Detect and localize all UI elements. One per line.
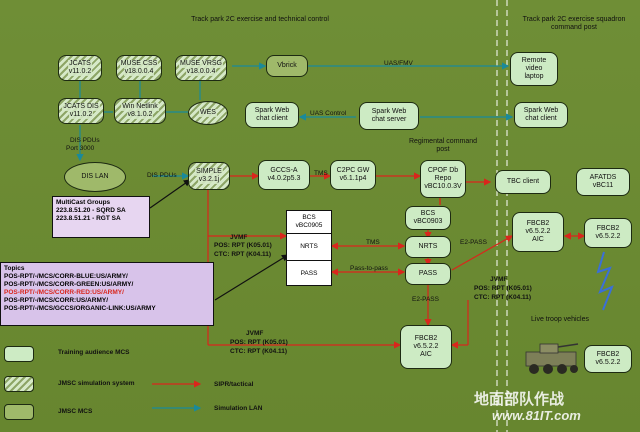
dis-lan-node[interactable]: DIS LAN [64, 162, 126, 192]
link-label-port: Port 3000 [66, 145, 95, 152]
armored-vehicle-icon [525, 343, 579, 374]
link-label-tms-mid: TMS [366, 239, 380, 246]
legend-sim-lan-label: Simulation LAN [214, 405, 263, 412]
link-label-e2pass-right: E2-PASS [460, 239, 487, 246]
topic-item: POS-RPT/-/MCS/GCCS/ORGANIC-LINK:US/ARMY [4, 305, 156, 312]
ctc-right-label: CTC: RPT (K04.11) [474, 294, 532, 301]
tbc-client-node[interactable]: TBC client [495, 170, 551, 194]
pos-top-label: POS: RPT (K05.01) [214, 242, 272, 249]
legend-training-label: Training audience MCS [58, 349, 130, 356]
legend-jmsc-mcs-label: JMSC MCS [58, 408, 93, 415]
link-label-dis-pdus: DIS PDUs [147, 172, 177, 179]
link-label-uas-control: UAS Control [310, 110, 347, 117]
jvmf-top-label: JVMF [230, 234, 248, 241]
legend-jmsc-sim-label: JMSC simulation system [58, 380, 135, 387]
pass-node[interactable]: PASS [405, 263, 451, 285]
vbrick-node[interactable]: Vbrick [266, 55, 308, 77]
jvmf-bottom-label: JVMF [246, 330, 264, 337]
multicast-header: MultiCast Groups [56, 199, 111, 206]
link-label-dis-pdus-port: DIS PDUs [70, 137, 100, 144]
jvmf-right-label: JVMF [490, 276, 508, 283]
legend-sipr-label: SIPR/tactical [214, 381, 254, 388]
link-label-pass-to-pass: Pass-to-pass [350, 265, 388, 272]
topic-item: POS-RPT/-/MCS/CORR:US/ARMY/ [4, 297, 108, 304]
live-troop-title: Live troop vehicles [531, 316, 589, 323]
legend-swatch-training [4, 346, 34, 362]
watermark-text: 地面部队作战 [474, 391, 565, 408]
topic-item: POS-RPT/-/MCS/CORR-BLUE:US/ARMY/ [4, 273, 128, 280]
legend-line-samples [152, 380, 202, 412]
multicast-line: 223.8.51.21 - RGT SA [56, 215, 121, 222]
bcs-stack-nrts[interactable]: NRTS [287, 234, 331, 261]
legend-swatch-jmsc-mcs [4, 404, 34, 420]
bcs-stack-pass[interactable]: PASS [300, 270, 318, 277]
regimental-post-title: Regimental command post [408, 138, 478, 153]
topics-header: Topics [4, 265, 25, 272]
pos-right-label: POS: RPT (K05.01) [474, 285, 532, 292]
topics-box: Topics POS-RPT/-/MCS/CORR-BLUE:US/ARMY/ … [0, 262, 214, 326]
pos-bottom-label: POS: RPT (K05.01) [230, 339, 288, 346]
nrts-node[interactable]: NRTS [405, 236, 451, 258]
multicast-line: 223.8.51.20 - SQRD SA [56, 207, 126, 214]
ctc-bottom-label: CTC: RPT (K04.11) [230, 348, 288, 355]
link-label-tms-top: TMS [314, 170, 328, 177]
exercise-control-title: Track park 2C exercise and technical con… [191, 16, 329, 23]
topic-item: POS-RPT/-/MCS/CORR-GREEN:US/ARMY/ [4, 281, 134, 288]
topic-item: POS-RPT/-/MCS/CORR-RED:US/ARMY/ [4, 289, 124, 296]
squadron-post-title: Track park 2C exercise squadron command … [522, 16, 626, 31]
ctc-top-label: CTC: RPT (K04.11) [214, 251, 272, 258]
multicast-groups-box: MultiCast Groups 223.8.51.20 - SQRD SA 2… [52, 196, 150, 238]
legend-swatch-jmsc-sim [4, 376, 34, 392]
watermark-url: www.81IT.com [492, 408, 581, 423]
link-label-e2pass-bottom: E2-PASS [412, 296, 439, 303]
link-label-uas-fmv: UAS/FMV [384, 60, 413, 67]
wes-node[interactable]: WES [188, 101, 228, 125]
